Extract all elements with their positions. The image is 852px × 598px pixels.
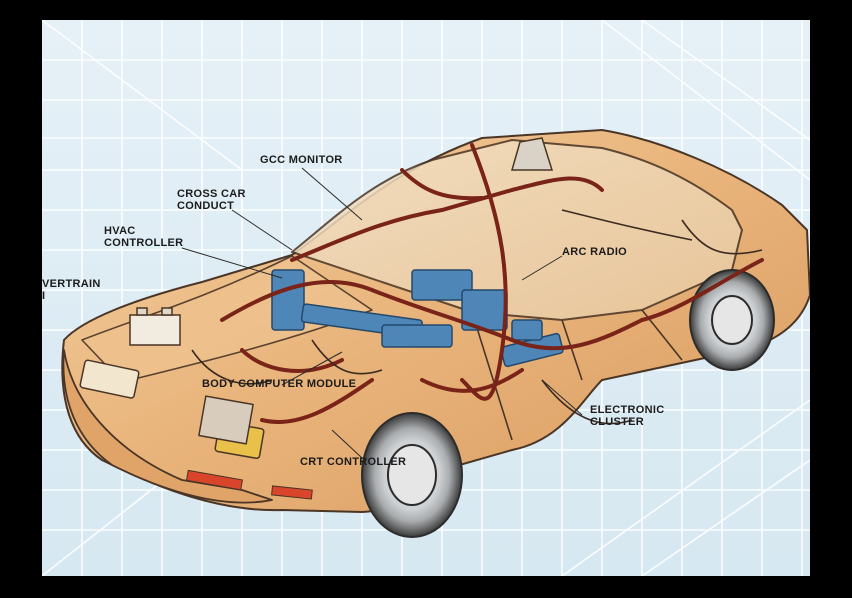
car-cabin-glass: [291, 139, 743, 321]
label-crt-controller: CRT CONTROLLER: [300, 456, 407, 468]
turn-signal-right: [271, 485, 313, 500]
left-headlight: [79, 359, 140, 399]
gcc-monitor-unit: [511, 137, 554, 171]
radiator: [198, 395, 254, 445]
turn-signal-left: [186, 469, 243, 491]
diagram-frame: GCC MONITOR CROSS CAR CONDUCT HVAC CONTR…: [42, 20, 810, 576]
car-electronics-illustration: [42, 20, 810, 576]
label-cross-car-conduct: CROSS CAR CONDUCT: [177, 188, 246, 212]
label-powertrain: VERTRAIN I: [42, 278, 101, 302]
electronic-modules: [271, 269, 564, 368]
front-bumper: [62, 349, 273, 504]
label-arc-radio: ARC RADIO: [562, 246, 628, 258]
label-electronic-cluster: ELECTRONIC CLUSTER: [590, 404, 665, 428]
label-body-computer-module: BODY COMPUTER MODULE: [202, 378, 357, 390]
label-hvac-controller: HVAC CONTROLLER: [104, 225, 184, 249]
wiring-thin: [191, 209, 763, 425]
wheels: [361, 269, 775, 538]
battery: [129, 307, 181, 346]
label-gcc-monitor: GCC MONITOR: [260, 154, 343, 166]
wiring-harness: [220, 143, 764, 424]
leader-lines: [181, 167, 583, 459]
